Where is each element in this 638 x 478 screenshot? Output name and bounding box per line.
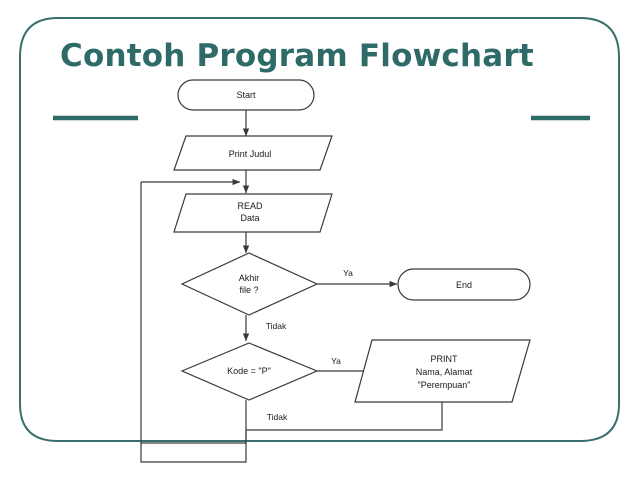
node-end[interactable] xyxy=(397,268,531,301)
edge-print-to-loop xyxy=(246,402,443,431)
node-read-data-label-line1: READ xyxy=(237,201,263,211)
node-akhir-file-label-line2: file ? xyxy=(239,285,258,295)
node-start[interactable] xyxy=(177,79,315,111)
node-print-nama-line3: "Perempuan" xyxy=(418,380,471,390)
node-start-label: Start xyxy=(236,90,256,100)
node-akhir-file-label-line1: Akhir xyxy=(239,273,260,283)
edge-label-kode-tidak: Tidak xyxy=(267,412,288,422)
edge-loop-lower-leg xyxy=(140,430,247,463)
node-kode-p-label: Kode = "P" xyxy=(227,366,271,376)
edge-label-kode-ya: Ya xyxy=(331,356,341,366)
node-print-nama-line1: PRINT xyxy=(431,354,459,364)
edge-label-akhir-ya: Ya xyxy=(343,268,353,278)
node-kode-p[interactable] xyxy=(180,342,319,401)
node-read-data-label-line2: Data xyxy=(240,213,259,223)
edge-kode-tidak-loop xyxy=(141,400,247,444)
node-print-nama-line2: Nama, Alamat xyxy=(416,367,473,377)
node-print-judul[interactable] xyxy=(173,135,333,171)
node-print-judul-label: Print Judul xyxy=(229,149,272,159)
page-title: Contoh Program Flowchart xyxy=(60,38,534,74)
node-akhir-file[interactable] xyxy=(180,252,319,316)
node-print-nama[interactable] xyxy=(354,339,531,403)
node-end-label: End xyxy=(456,280,472,290)
node-read-data[interactable] xyxy=(173,193,333,233)
edge-label-akhir-tidak: Tidak xyxy=(266,321,287,331)
